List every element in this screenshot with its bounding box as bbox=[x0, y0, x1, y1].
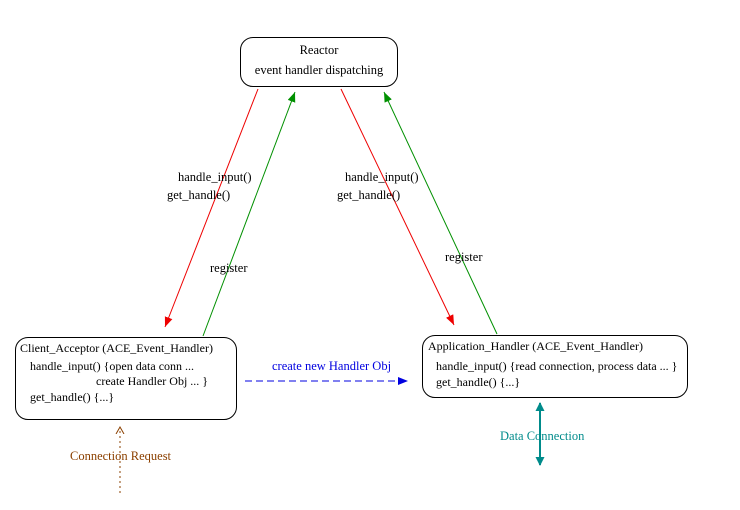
register-arrow-from-handler bbox=[383, 91, 498, 335]
application-handler-box bbox=[422, 335, 688, 398]
right-register-label: register bbox=[445, 250, 483, 264]
client-acceptor-body-line3: get_handle() {...} bbox=[30, 390, 115, 404]
dispatch-arrow-to-client bbox=[164, 88, 259, 328]
left-dispatch-label-line1: handle_input() bbox=[178, 170, 252, 184]
left-register-label: register bbox=[210, 261, 248, 275]
application-handler-title: Application_Handler (ACE_Event_Handler) bbox=[428, 339, 643, 353]
register-arrow-from-client bbox=[202, 91, 296, 337]
right-dispatch-label-line2: get_handle() bbox=[337, 188, 401, 202]
client-acceptor-body-line2: create Handler Obj ... } bbox=[96, 374, 209, 388]
client-acceptor-title: Client_Acceptor (ACE_Event_Handler) bbox=[20, 341, 213, 355]
reactor-title: Reactor bbox=[299, 43, 339, 57]
dispatch-arrow-to-handler bbox=[340, 88, 455, 326]
connection-request-label: Connection Request bbox=[70, 449, 172, 463]
right-dispatch-label-line1: handle_input() bbox=[345, 170, 419, 184]
reactor-box: Reactor event handler dispatching bbox=[240, 37, 398, 87]
left-dispatch-label-line2: get_handle() bbox=[167, 188, 231, 202]
data-connection-label: Data Connection bbox=[500, 429, 585, 443]
client-acceptor-box bbox=[15, 337, 237, 420]
reactor-subtitle: event handler dispatching bbox=[254, 63, 384, 77]
application-handler-body-line1: handle_input() {read connection, process… bbox=[436, 359, 678, 373]
client-acceptor-body-line1: handle_input() {open data conn ... bbox=[30, 359, 195, 373]
create-handler-label: create new Handler Obj bbox=[272, 359, 392, 373]
application-handler-body-line2: get_handle() {...} bbox=[436, 375, 521, 389]
